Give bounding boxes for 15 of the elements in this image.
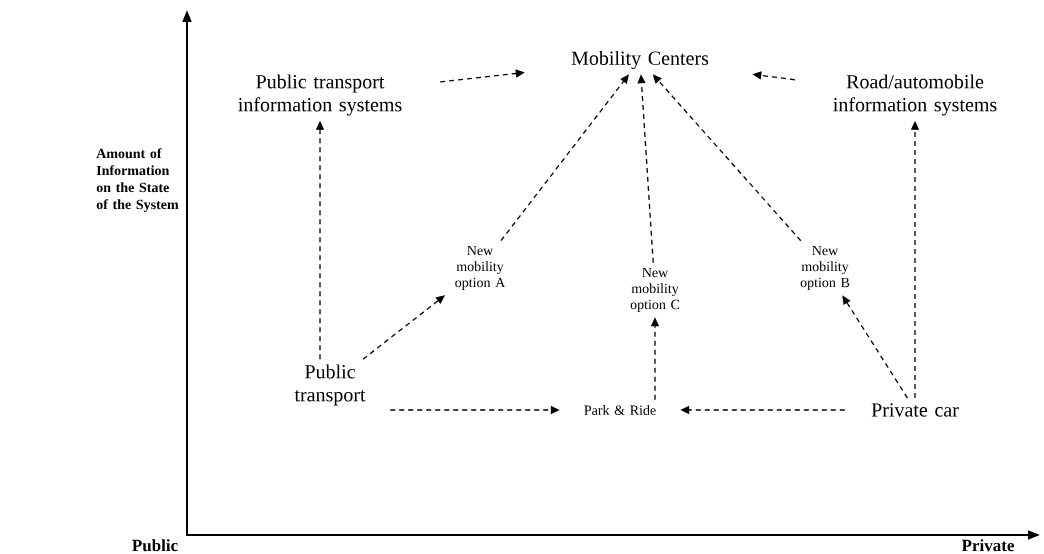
node-text: New mobility option B — [800, 245, 850, 291]
node-text: Road/automobile information systems — [833, 74, 997, 116]
arrow — [500, 74, 629, 242]
axis-label: Public — [132, 539, 178, 552]
node-text: Park & Ride — [584, 405, 656, 415]
axis-label: Private — [961, 539, 1014, 552]
node-text: Private car — [871, 403, 959, 417]
node-text: New mobility option A — [455, 245, 506, 291]
node-text: Public transport — [294, 364, 366, 406]
axis-label: Amount of Information on the State of the System — [96, 148, 179, 213]
node-text: Mobility Centers — [571, 50, 709, 70]
node-text: New mobility option C — [630, 267, 680, 313]
arrow — [362, 295, 445, 360]
node-text: Public transport information systems — [238, 74, 402, 116]
arrow — [842, 295, 909, 399]
